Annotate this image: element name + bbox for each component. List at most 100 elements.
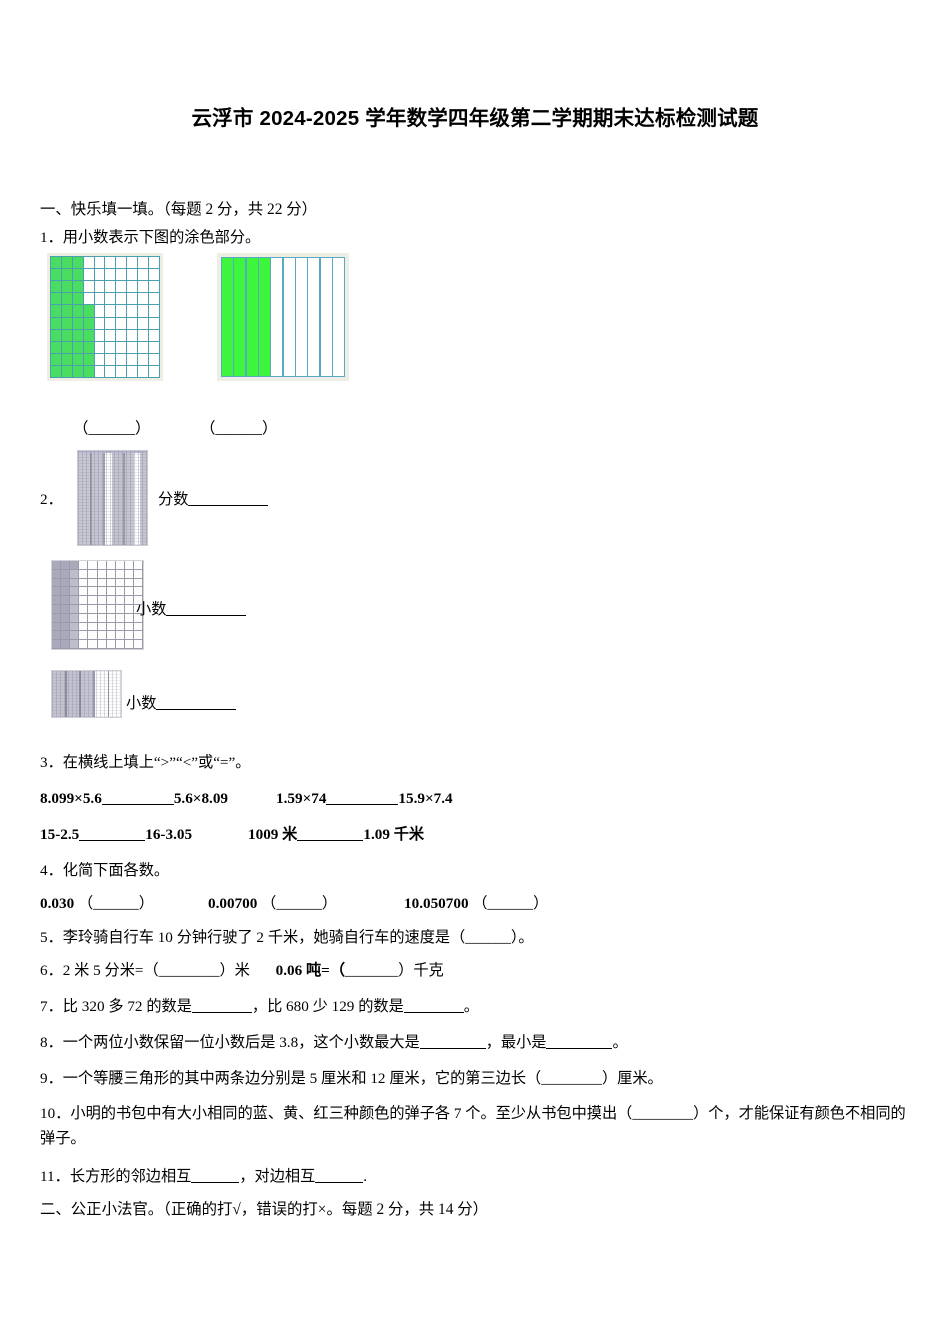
question-2-row-3-label: 小数: [126, 695, 157, 712]
question-4-item-3-value: 10.050700: [404, 895, 469, 912]
question-2-row-1: 分数: [158, 490, 269, 511]
question-2-row-3-blank[interactable]: [156, 709, 237, 710]
question-8-text-3: 。: [612, 1034, 628, 1051]
question-6: 6．2 米 5 分米=（________）米 0.06 吨=（_______）千…: [40, 961, 444, 982]
question-6-part-b-blank[interactable]: _______: [345, 962, 399, 979]
question-1-answer-right[interactable]: （______）: [200, 420, 278, 437]
question-11: 11．长方形的邻边相互 ，对边相互.: [40, 1167, 367, 1188]
question-1-stem: 1．用小数表示下图的涂色部分。: [40, 228, 260, 249]
figure-tenths-strip: [217, 253, 349, 381]
question-9-text-2: ）厘米。: [601, 1070, 663, 1087]
question-10-text-2: ）个，才能保证有颜色不相同的弹子。: [40, 1105, 906, 1147]
question-7-text-3: 。: [463, 998, 479, 1015]
section-two-heading: 二、公正小法官。（正确的打√，错误的打×。每题 2 分，共 14 分）: [40, 1201, 489, 1218]
question-3-pair-3: 15-2.5 16-3.05: [40, 825, 192, 846]
question-4-item-1-blank[interactable]: （______）: [77, 895, 154, 912]
question-7-text-2: ，比 680 少 129 的数是: [251, 998, 404, 1015]
question-2-number: 2．: [40, 491, 63, 508]
question-4-stem: 4．化简下面各数。: [40, 861, 169, 882]
question-4-item-3-blank[interactable]: （______）: [472, 895, 549, 912]
question-11-text-2: ，对边相互: [239, 1168, 316, 1185]
question-3-pair-3-left: 15-2.5: [40, 826, 80, 843]
question-3-number: 3．: [40, 754, 63, 771]
figure-striped-square-scan: [77, 450, 148, 546]
question-3-pair-1-left: 8.099×5.6: [40, 790, 102, 807]
question-3-pair-1: 8.099×5.6 5.6×8.09: [40, 789, 228, 810]
figure-five-band-strip-scan: [51, 670, 122, 718]
tenths-strip-cells: [221, 257, 345, 377]
question-11-text-1: 长方形的邻边相互: [69, 1168, 192, 1185]
question-3-pair-3-right: 16-3.05: [145, 826, 193, 843]
question-6-part-b-before: 0.06 吨=（: [275, 962, 346, 979]
question-11-number: 11．: [40, 1168, 70, 1185]
question-5-number: 5．: [40, 929, 63, 946]
question-8-number: 8．: [40, 1034, 63, 1051]
question-8-text-1: 一个两位小数保留一位小数后是 3.8，这个小数最大是: [62, 1034, 420, 1051]
hundred-grid-scan-cells: [52, 561, 143, 649]
question-5-blank[interactable]: ______: [465, 929, 511, 946]
question-3-pair-4: 1009 米 1.09 千米: [248, 825, 424, 846]
question-3-stem: 3．在横线上填上“>”“<”或“=”。: [40, 753, 250, 774]
question-5: 5．李玲骑自行车 10 分钟行驶了 2 千米，她骑自行车的速度是（______）…: [40, 928, 534, 949]
question-10-text-1: 小明的书包中有大小相同的蓝、黄、红三种颜色的弹子各 7 个。至少从书包中摸出（: [70, 1105, 633, 1122]
question-3-pair-2-left: 1.59×74: [276, 790, 327, 807]
question-3-pair-2-right: 15.9×7.4: [398, 790, 453, 807]
question-3-pair-2-blank[interactable]: [326, 804, 399, 805]
question-3-pair-4-left: 1009 米: [248, 826, 298, 843]
page-title: 云浮市 2024-2025 学年数学四年级第二学期期末达标检测试题: [191, 107, 759, 130]
question-5-text-before: 李玲骑自行车 10 分钟行驶了 2 千米，她骑自行车的速度是（: [62, 929, 466, 946]
question-3-pair-1-right: 5.6×8.09: [173, 790, 229, 807]
question-4-item-2-value: 0.00700: [208, 895, 258, 912]
question-4-item-2: 0.00700 （______）: [208, 894, 337, 915]
question-9-text-1: 一个等腰三角形的其中两条边分别是 5 厘米和 12 厘米，它的第三边长（: [62, 1070, 542, 1087]
question-2-row-3: 小数: [126, 694, 237, 715]
question-2-row-2-blank[interactable]: [166, 615, 247, 616]
question-8: 8．一个两位小数保留一位小数后是 3.8，这个小数最大是 ，最小是 。: [40, 1033, 628, 1054]
question-3-pair-1-blank[interactable]: [101, 804, 174, 805]
question-10-number: 10．: [40, 1105, 71, 1122]
question-11-blank-1[interactable]: [191, 1182, 240, 1183]
question-11-text-3: .: [363, 1168, 368, 1185]
question-7-number: 7．: [40, 998, 63, 1015]
question-8-blank-1[interactable]: [419, 1048, 486, 1049]
section-one-heading: 一、快乐填一填。（每题 2 分，共 22 分）: [40, 201, 318, 218]
question-9: 9．一个等腰三角形的其中两条边分别是 5 厘米和 12 厘米，它的第三边长（__…: [40, 1069, 663, 1090]
question-8-text-2: ，最小是: [485, 1034, 547, 1051]
question-1-text: 用小数表示下图的涂色部分。: [62, 229, 261, 246]
question-3-pair-3-blank[interactable]: [79, 840, 146, 841]
figure-hundred-grid: [47, 253, 163, 381]
question-6-part-a-blank[interactable]: ________: [158, 962, 220, 979]
question-2-row-2: 小数: [136, 600, 247, 621]
question-3-pair-4-blank[interactable]: [297, 840, 364, 841]
question-2-row-2-label: 小数: [136, 601, 167, 618]
question-3-pair-2: 1.59×74 15.9×7.4: [276, 789, 453, 810]
question-7: 7．比 320 多 72 的数是 ，比 680 少 129 的数是 。: [40, 997, 479, 1018]
question-2-row-1-label: 分数: [158, 491, 189, 508]
question-4-text: 化简下面各数。: [62, 862, 170, 879]
question-8-blank-2[interactable]: [546, 1048, 613, 1049]
question-9-blank-1[interactable]: ________: [541, 1070, 602, 1087]
question-10-blank-1[interactable]: ________: [632, 1105, 694, 1122]
question-10: 10．小明的书包中有大小相同的蓝、黄、红三种颜色的弹子各 7 个。至少从书包中摸…: [40, 1102, 918, 1151]
question-4-number: 4．: [40, 862, 63, 879]
question-6-part-a-before: 2 米 5 分米=（: [62, 962, 159, 979]
question-11-blank-2[interactable]: [315, 1182, 364, 1183]
question-4-item-3: 10.050700 （______）: [404, 894, 548, 915]
question-1-answer-left[interactable]: （______）: [73, 420, 151, 437]
question-7-text-1: 比 320 多 72 的数是: [62, 998, 192, 1015]
question-6-number: 6．: [40, 962, 63, 979]
question-4-item-1-value: 0.030: [40, 895, 75, 912]
question-3-text: 在横线上填上“>”“<”或“=”。: [62, 754, 251, 771]
question-6-part-b-after: ）千克: [398, 962, 444, 979]
question-4-item-2-blank[interactable]: （______）: [261, 895, 338, 912]
question-7-blank-2[interactable]: [403, 1012, 464, 1013]
question-2-row-1-blank[interactable]: [188, 505, 269, 506]
question-5-text-after: ）。: [510, 929, 534, 946]
question-3-pair-4-right: 1.09 千米: [363, 826, 425, 843]
question-9-number: 9．: [40, 1070, 63, 1087]
question-1-number: 1．: [40, 229, 63, 246]
figure-hundred-grid-scan: [51, 560, 144, 650]
question-6-part-a-after: ）米: [219, 962, 250, 979]
question-7-blank-1[interactable]: [191, 1012, 252, 1013]
